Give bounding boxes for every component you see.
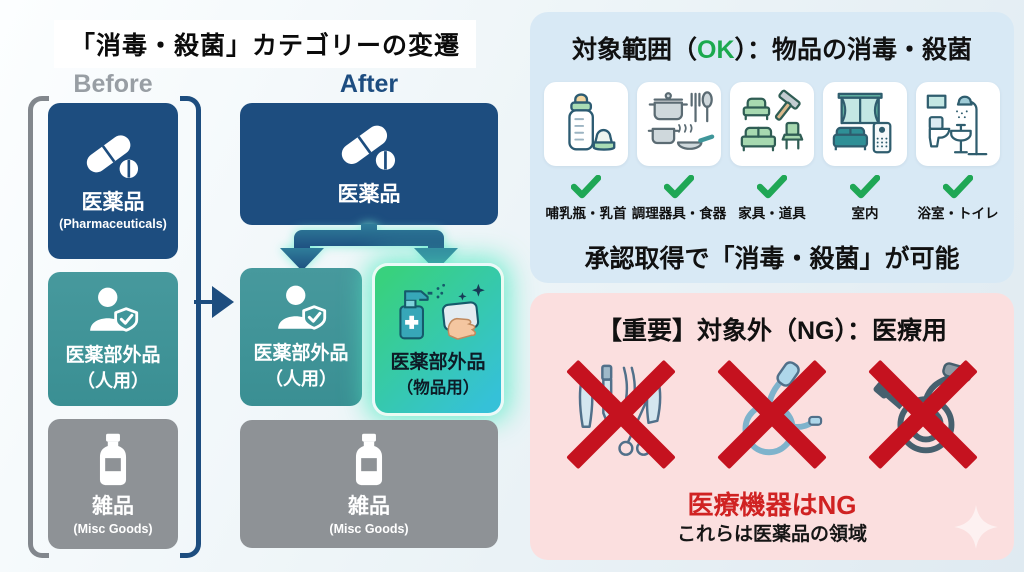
category-label: 医薬品 [81,190,145,214]
after-box-misc-goods: 雑品 (Misc Goods) [240,420,498,548]
ok-panel-title: 対象範囲（OK）：物品の消毒・殺菌 [530,30,1014,66]
ok-panel-footer: 承認取得で「消毒・殺菌」が可能 [584,245,960,273]
indoor-room-icon [823,82,907,166]
ng-panel: 【重要】対象外（NG）：医療用 [530,293,1014,560]
check-icon [570,174,602,199]
bathroom-toilet-icon [916,82,1000,166]
ok-items-row: 哺乳瓶・乳首 調理器具・食器 家具・道具 [540,82,1004,222]
after-column-label: After [339,70,399,98]
ng-items-row [546,353,998,475]
person-shield-icon [84,285,142,341]
medicine-bottle-icon [349,432,389,491]
ok-item-furniture: 家具・道具 [726,82,818,222]
capsule-icon [337,121,401,179]
ok-title-ok: OK [697,36,735,64]
category-label: 雑品 [92,495,134,519]
ok-item-cookware: 調理器具・食器 [631,82,727,222]
category-sublabel: （人用） [77,371,149,392]
category-sublabel: （物品用） [396,379,480,398]
sparkle-icon [954,505,998,554]
medicine-bottle-icon [93,432,133,491]
ng-panel-title: 【重要】対象外（NG）：医療用 [596,317,947,345]
check-icon [849,174,881,199]
page-title: 「消毒・殺菌」カテゴリーの変遷 [54,20,477,68]
category-sublabel: (Pharmaceuticals) [59,217,167,232]
baby-bottle-icon [544,82,628,166]
ok-panel: 対象範囲（OK）：物品の消毒・殺菌 哺乳瓶・乳首 調理器具・食器 [530,12,1014,283]
furniture-icon [730,82,814,166]
cookware-icon [637,82,721,166]
check-icon [942,174,974,199]
category-sublabel: (Misc Goods) [73,521,153,536]
ok-item-label: 調理器具・食器 [631,206,727,221]
ok-item-baby-bottle: 哺乳瓶・乳首 [540,82,632,222]
ng-note-text: これらは医薬品の領域 [676,524,867,545]
ok-item-label: 浴室・トイレ [917,206,999,221]
category-label: 医薬部外品 [253,342,349,364]
after-box-pharmaceuticals: 医薬品 [240,103,498,225]
ok-item-label: 哺乳瓶・乳首 [545,206,627,221]
before-bracket-right [180,96,201,558]
category-sublabel: （人用） [265,369,337,390]
ok-item-bathroom: 浴室・トイレ [912,82,1004,222]
check-icon [663,174,695,199]
spray-wipe-icon [389,281,487,348]
after-box-quasi-drug-goods: 医薬部外品 （物品用） [372,263,504,416]
after-box-quasi-drug-human: 医薬部外品 （人用） [240,268,362,406]
split-arrow [280,224,458,271]
category-label: 雑品 [348,495,390,519]
ok-item-indoor: 室内 [819,82,911,222]
person-shield-icon [272,283,330,339]
ng-warning-text: 医療機器はNG [687,490,857,520]
before-after-arrow [194,300,214,304]
ok-item-label: 家具・道具 [738,206,806,221]
before-box-misc-goods: 雑品 (Misc Goods) [48,419,178,549]
capsule-icon [82,131,144,187]
before-box-pharmaceuticals: 医薬品 (Pharmaceuticals) [48,103,178,259]
ok-item-label: 室内 [851,206,879,221]
category-sublabel: (Misc Goods) [329,521,409,536]
ng-item-catheter [709,353,835,475]
category-label: 医薬部外品 [390,351,486,373]
before-column-label: Before [73,70,153,98]
ng-item-surgical-instruments [558,353,684,475]
before-box-quasi-drug-human: 医薬部外品 （人用） [48,272,178,406]
check-icon [756,174,788,199]
ok-title-prefix: 対象範囲（ [571,36,697,64]
before-bracket-left [28,96,49,558]
before-after-arrow-head [212,286,234,318]
ok-title-suffix: ）：物品の消毒・殺菌 [734,36,973,64]
ng-item-endoscope [860,353,986,475]
category-label: 医薬品 [337,182,401,206]
category-label: 医薬部外品 [65,344,161,366]
